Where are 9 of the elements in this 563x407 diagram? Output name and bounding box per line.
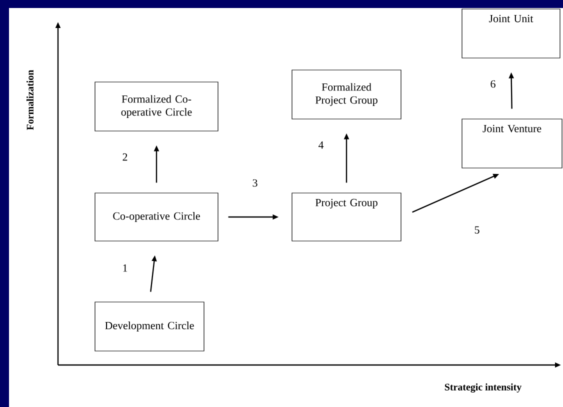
axis-label: Strategic intensity	[444, 383, 522, 393]
axis-label: Formalization	[26, 70, 34, 130]
process-box: Formalized Co-operative Circle	[94, 82, 218, 132]
process-box: Joint Venture	[462, 118, 562, 168]
process-box: Joint Unit	[462, 8, 560, 58]
process-box: Formalized Project Group	[292, 70, 402, 120]
process-box: Co-operative Circle	[94, 192, 218, 242]
process-box: Project Group	[292, 192, 402, 242]
process-box: Development Circle	[94, 302, 204, 352]
